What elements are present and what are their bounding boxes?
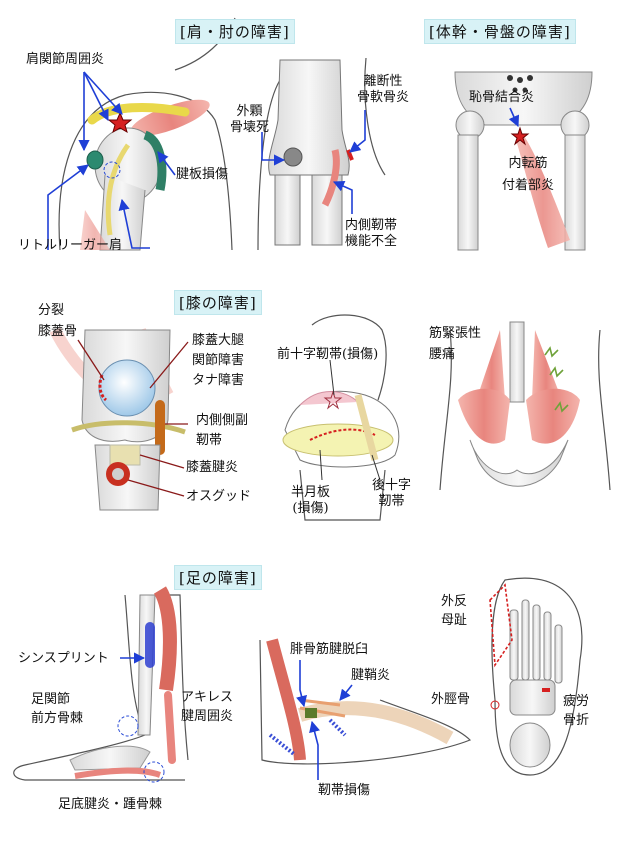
- knee-front-figure: [49, 327, 186, 511]
- label-ankle-spur-line2: 前方骨棘: [31, 711, 84, 726]
- label-meniscus: 半月板 (損傷): [291, 485, 330, 517]
- label-lowback-line1: 筋緊張性: [429, 326, 482, 341]
- label-acl: 前十字靭帯(損傷): [277, 347, 379, 362]
- section-title-knee: [膝の障害]: [174, 290, 262, 315]
- label-adductor-line1: 内転筋: [508, 156, 548, 171]
- label-plica-line2: 関節障害: [192, 353, 245, 368]
- label-medial-ligament-line2: 機能不全: [345, 234, 398, 249]
- section-title-foot: [足の障害]: [174, 565, 262, 590]
- label-ligament-injury: 靭帯損傷: [318, 783, 371, 798]
- foot-oblique-figure: [259, 638, 472, 765]
- label-lateral-condyle-line2: 骨壊死: [230, 120, 270, 135]
- label-os-tibiale: 外脛骨: [431, 692, 471, 707]
- shoulder-pointers: [47, 71, 176, 250]
- label-shin-splints: シンスプリント: [18, 651, 109, 666]
- section-title-trunk-pelvis: [体幹・骨盤の障害]: [424, 19, 576, 44]
- label-meniscus-line2: (損傷): [292, 501, 329, 516]
- label-ocd: 離断性 骨軟骨炎: [357, 74, 409, 106]
- label-stress-fracture-line2: 骨折: [563, 713, 590, 728]
- label-lateral-condyle: 外顆 骨壊死: [230, 104, 269, 136]
- label-hallux-line2: 母趾: [441, 613, 468, 628]
- label-peroneal: 腓骨筋腱脱臼: [290, 642, 369, 657]
- label-pcl: 後十字 靭帯: [372, 478, 411, 510]
- label-osgood: オスグッド: [186, 489, 252, 504]
- label-pubic-symphysis: 恥骨結合炎: [469, 90, 535, 105]
- foot-skeleton-figure: [489, 577, 583, 776]
- label-pcl-line1: 後十字: [372, 478, 412, 493]
- label-tenosynovitis: 腱鞘炎: [351, 668, 391, 683]
- label-achilles-line1: アキレス: [181, 690, 234, 705]
- label-plantar: 足底腱炎・踵骨棘: [58, 797, 163, 812]
- label-lateral-condyle-line1: 外顆: [236, 104, 263, 119]
- label-adductor: 内転筋 付着部炎: [502, 156, 554, 194]
- label-stress-fracture-line1: 疲労: [563, 694, 590, 709]
- label-meniscus-line1: 半月板: [291, 485, 331, 500]
- section-title-shoulder-elbow: [肩・肘の障害]: [175, 19, 295, 44]
- foot-side-figure: [13, 586, 189, 783]
- label-ankle-spur: 足関節 前方骨棘: [31, 692, 83, 727]
- lowback-figure: [439, 321, 611, 491]
- label-ocd-line1: 離断性: [363, 74, 403, 89]
- knee-joint-figure: [282, 314, 400, 521]
- label-patellar-tendinitis: 膝蓋腱炎: [186, 460, 239, 475]
- knee-front-pointers: [77, 339, 189, 497]
- pelvis-figure: [454, 71, 593, 251]
- label-hallux-line1: 外反: [441, 594, 468, 609]
- label-plica-line1: 膝蓋大腿: [192, 333, 245, 348]
- pelvis-pointers: [508, 107, 520, 128]
- label-mcl-line1: 内側側副: [196, 413, 249, 428]
- label-medial-ligament: 内側靭帯 機能不全: [345, 218, 397, 250]
- label-mcl: 内側側副 靭帯: [196, 413, 248, 449]
- knee-joint-pointers: [319, 359, 381, 481]
- label-ankle-spur-line1: 足関節: [31, 692, 71, 707]
- label-plica-line3: タナ障害: [192, 373, 245, 388]
- elbow-figure: [257, 57, 386, 251]
- label-achilles: アキレス 腱周囲炎: [181, 690, 233, 725]
- label-lowback-line2: 腰痛: [429, 347, 456, 362]
- label-pcl-line2: 靭帯: [378, 494, 405, 509]
- label-split-patella-line2: 膝蓋骨: [38, 324, 78, 339]
- label-medial-ligament-line1: 内側靭帯: [345, 218, 398, 233]
- label-stress-fracture: 疲労 骨折: [563, 694, 589, 729]
- label-plica: 膝蓋大腿 関節障害 タナ障害: [192, 333, 244, 389]
- label-ocd-line2: 骨軟骨炎: [357, 90, 410, 105]
- label-lowback: 筋緊張性 腰痛: [429, 326, 481, 363]
- foot-oblique-pointers: [296, 660, 353, 780]
- label-hallux: 外反 母趾: [441, 594, 467, 629]
- label-adductor-line2: 付着部炎: [502, 178, 555, 193]
- label-mcl-line2: 靭帯: [196, 433, 223, 448]
- label-shoulder-periarthritis: 肩関節周囲炎: [26, 52, 105, 67]
- label-little-league-shoulder: リトルリーガー肩: [18, 238, 123, 253]
- label-rotator-cuff: 腱板損傷: [176, 167, 229, 182]
- label-achilles-line2: 腱周囲炎: [181, 709, 234, 724]
- label-split-patella-line1: 分裂: [38, 303, 65, 318]
- elbow-pointers: [261, 110, 366, 214]
- label-split-patella: 分裂 膝蓋骨: [38, 303, 77, 340]
